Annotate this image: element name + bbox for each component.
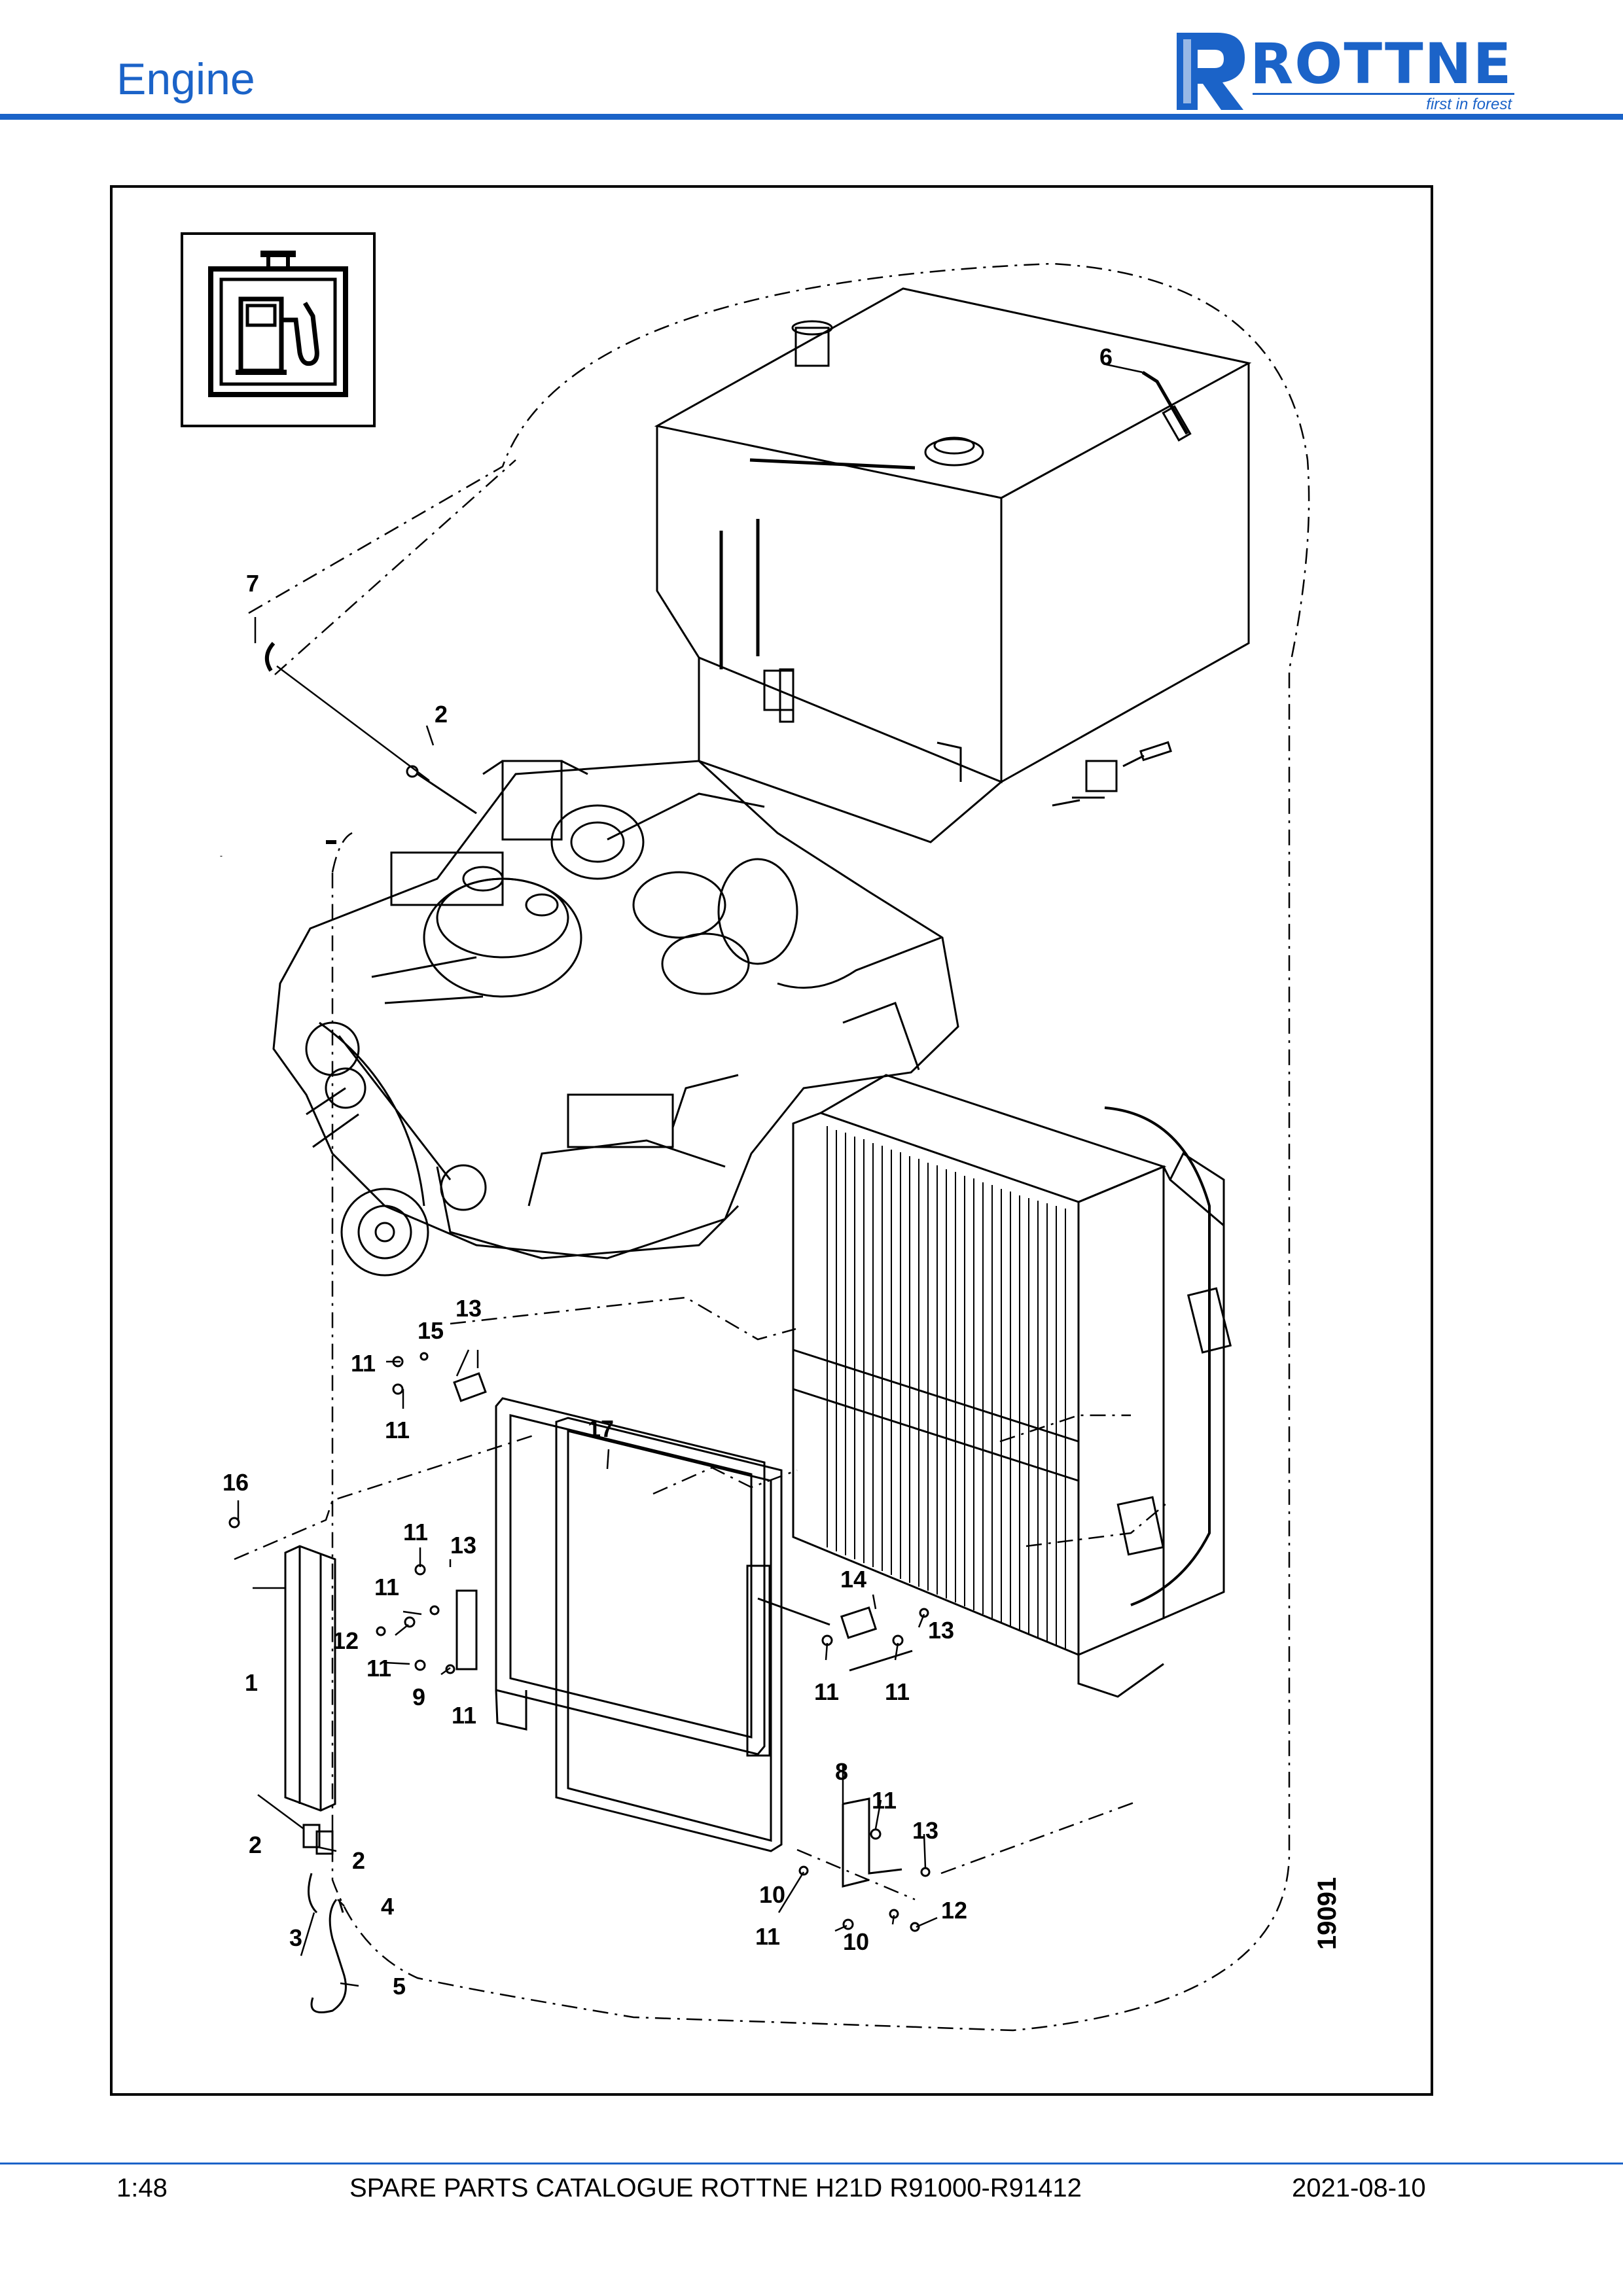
- callout-13-mid: 13: [450, 1532, 477, 1559]
- callout-2-right: 2: [352, 1847, 366, 1874]
- exploded-parts-drawing: [220, 262, 1310, 2032]
- page-number: 1:48: [116, 2174, 168, 2202]
- callout-11-i: 11: [872, 1787, 897, 1814]
- page-title: Engine: [116, 54, 255, 104]
- callout-16: 16: [223, 1469, 249, 1496]
- catalogue-date: 2021-08-10: [1292, 2174, 1426, 2202]
- logo-tagline: first in forest: [1426, 96, 1512, 113]
- drawing-number: 19091: [1313, 1877, 1342, 1950]
- callout-5: 5: [393, 1973, 406, 2000]
- callout-13-lower: 13: [912, 1817, 939, 1844]
- callout-2-engine: 2: [435, 701, 448, 728]
- callout-3: 3: [289, 1924, 303, 1951]
- callout-9: 9: [412, 1684, 426, 1710]
- logo-wordmark: ROTTNE: [1250, 31, 1513, 97]
- callout-14: 14: [840, 1566, 867, 1593]
- rottne-r-emblem-icon: [1177, 33, 1245, 110]
- callout-7: 7: [246, 570, 260, 597]
- callout-11-j: 11: [755, 1923, 781, 1950]
- callout-11-d: 11: [374, 1574, 400, 1600]
- callout-11-f: 11: [452, 1702, 477, 1729]
- callout-11-e: 11: [366, 1655, 392, 1682]
- callout-11-h: 11: [885, 1678, 910, 1705]
- rottne-logo: ROTTNE first in forest: [1171, 27, 1518, 113]
- callout-12-left: 12: [332, 1627, 359, 1654]
- header-divider: [0, 114, 1623, 120]
- callout-11-b: 11: [385, 1417, 410, 1443]
- fuel-pump-icon: [208, 251, 348, 397]
- callout-4: 4: [381, 1893, 395, 1920]
- diagram-frame: [110, 185, 1433, 2096]
- callout-8: 8: [835, 1758, 849, 1785]
- logo-underline: [1253, 93, 1514, 95]
- callout-12-right: 12: [941, 1897, 968, 1924]
- callout-17: 17: [588, 1415, 615, 1442]
- callout-2-left: 2: [249, 1831, 262, 1858]
- callout-6: 6: [1099, 344, 1113, 370]
- callout-10-b: 10: [843, 1928, 870, 1955]
- callout-15: 15: [418, 1317, 444, 1344]
- radiator-drawing: [792, 1074, 1232, 1698]
- footer-divider: [0, 2163, 1623, 2164]
- callout-1: 1: [245, 1669, 259, 1696]
- fuel-system-symbol-box: [181, 232, 376, 427]
- condenser-drawing: [495, 1397, 783, 1852]
- fuel-tank-drawing: [654, 287, 1252, 843]
- callout-13-right: 13: [928, 1617, 955, 1644]
- callout-13-upper: 13: [455, 1295, 482, 1322]
- callout-11-g: 11: [814, 1678, 840, 1705]
- callout-11-a: 11: [351, 1350, 376, 1377]
- callout-10-a: 10: [759, 1881, 786, 1908]
- catalogue-title: SPARE PARTS CATALOGUE ROTTNE H21D R91000…: [349, 2174, 1082, 2202]
- engine-drawing: [272, 760, 959, 1277]
- callout-11-c: 11: [403, 1519, 429, 1545]
